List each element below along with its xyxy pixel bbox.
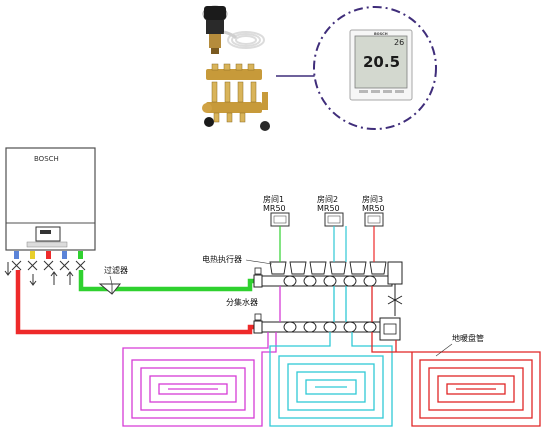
pump-icon: [379, 261, 403, 341]
floor-coil-2: [278, 355, 384, 419]
thermostat-display-value: 20.5: [363, 53, 400, 71]
floor-coil-label: 地暖盘管: [452, 333, 484, 343]
boiler-outlets: [4, 251, 86, 286]
room-2-model: MR50: [317, 204, 340, 213]
floor-coil-leader: [435, 343, 453, 357]
lower-manifold: [261, 321, 393, 333]
manifold-label: 分集水器: [226, 297, 258, 307]
boiler-brand: BOSCH: [34, 155, 59, 163]
filter-leader: [109, 275, 113, 285]
upper-manifold: [261, 275, 393, 287]
control-wires: [279, 226, 375, 262]
actuator-row: [269, 261, 387, 275]
room-thermostat-2: 房间2 MR50: [317, 194, 344, 227]
manifold-photo-icon: [202, 63, 270, 131]
room-thermostat-1: 房间1 MR50: [263, 194, 290, 227]
room-3-name: 房间3: [362, 194, 383, 204]
room-thermostat-3: 房间3 MR50: [362, 194, 385, 227]
room-2-name: 房间2: [317, 194, 338, 204]
filter-icon: [98, 283, 122, 295]
thermostat-brand: BOSCH: [374, 32, 388, 36]
actuator-photo-icon: [202, 5, 265, 54]
room-3-model: MR50: [362, 204, 385, 213]
thermostat-secondary-value: 26: [394, 38, 404, 47]
actuator-leader: [245, 259, 273, 265]
boiler-icon: BOSCH: [5, 147, 96, 251]
floor-coil-3: [419, 359, 533, 419]
floor-coil-1: [131, 359, 255, 419]
room-1-model: MR50: [263, 204, 286, 213]
room-1-name: 房间1: [263, 194, 284, 204]
filter-label: 过滤器: [104, 265, 128, 275]
thermostat-icon: BOSCH 26 20.5: [313, 6, 437, 130]
actuator-label: 电热执行器: [202, 254, 242, 264]
coil-supply-lines: [122, 286, 541, 427]
